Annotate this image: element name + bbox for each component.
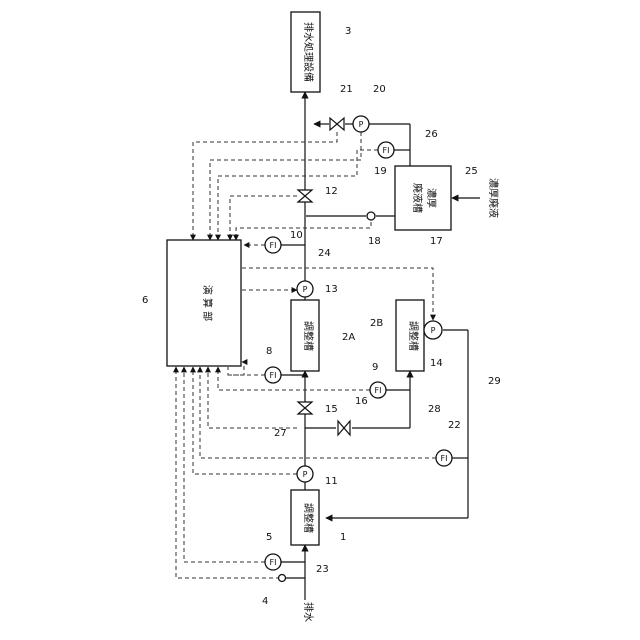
- pump-13: P: [297, 281, 313, 297]
- ref-2b: 2B: [370, 318, 383, 329]
- fi-19-label: FI: [383, 146, 390, 155]
- ref-29: 29: [488, 376, 501, 387]
- sensor-4: [279, 575, 306, 582]
- tank-2b: 調整槽: [396, 300, 424, 371]
- ref-11: 11: [325, 476, 338, 487]
- ref-2a: 2A: [342, 332, 355, 343]
- pump-11-label: P: [303, 470, 308, 479]
- conc-pipe-26: [306, 124, 480, 216]
- fi-10-label: FI: [270, 241, 277, 250]
- conc-tank-label-1: 濃厚: [425, 188, 438, 208]
- ref-25: 25: [465, 166, 478, 177]
- fi-9-label: FI: [375, 386, 382, 395]
- calc-unit: 演 算 部: [167, 240, 241, 366]
- valve-16: [338, 421, 350, 435]
- pump-14: P: [424, 321, 442, 339]
- ref-27: 27: [274, 428, 287, 439]
- ref-4: 4: [262, 596, 268, 607]
- ref-18: 18: [368, 236, 381, 247]
- pump-11: P: [297, 466, 313, 482]
- flow-meter-22: FI: [436, 450, 468, 466]
- tank-2a: 調整槽: [291, 300, 319, 371]
- ref-24: 24: [318, 248, 331, 259]
- ref-14: 14: [430, 358, 443, 369]
- valve-21: [330, 118, 344, 130]
- calc-unit-label: 演 算 部: [201, 285, 214, 321]
- ref-12: 12: [325, 186, 338, 197]
- fi-5-label: FI: [270, 558, 277, 567]
- pump-13-label: P: [303, 285, 308, 294]
- ref-5: 5: [266, 532, 272, 543]
- sensor-18: [367, 212, 375, 220]
- ref-16: 16: [355, 396, 368, 407]
- ref-19: 19: [374, 166, 387, 177]
- flow-meter-19: FI: [378, 142, 410, 158]
- flow-meter-5: FI: [265, 554, 305, 570]
- ref-13: 13: [325, 284, 338, 295]
- valve-15: [298, 402, 312, 414]
- ref-17: 17: [430, 236, 443, 247]
- tank-1-label: 調整槽: [302, 503, 315, 533]
- facility-3: 排水処理設備: [291, 12, 320, 92]
- ref-23: 23: [316, 564, 329, 575]
- ref-3: 3: [345, 26, 351, 37]
- fi-8-label: FI: [270, 371, 277, 380]
- conc-waste-label: 濃厚廃液: [487, 178, 500, 218]
- ref-8: 8: [266, 346, 272, 357]
- ref-9: 9: [372, 362, 378, 373]
- ref-6: 6: [142, 295, 148, 306]
- tank-1: 調整槽: [291, 490, 319, 545]
- ref-28: 28: [428, 404, 441, 415]
- facility-label: 排水処理設備: [302, 22, 315, 82]
- tank-2a-label: 調整槽: [302, 321, 315, 351]
- conc-tank-label-2: 廃液槽: [411, 183, 424, 213]
- ref-21: 21: [340, 84, 353, 95]
- ref-15: 15: [325, 404, 338, 415]
- ref-26: 26: [425, 129, 438, 140]
- tank-2b-label: 調整槽: [407, 321, 420, 351]
- pump-20-label: P: [359, 120, 364, 129]
- valve-12: [298, 190, 312, 202]
- ref-1: 1: [340, 532, 346, 543]
- ref-20: 20: [373, 84, 386, 95]
- pump-14-label: P: [431, 326, 436, 335]
- fi-22-label: FI: [441, 454, 448, 463]
- inlet-label: 排水: [302, 602, 315, 622]
- conc-tank-17: 濃厚 廃液槽: [395, 166, 451, 230]
- ref-10: 10: [290, 230, 303, 241]
- pump-20: P: [353, 116, 369, 132]
- flow-meter-9: FI: [370, 382, 410, 398]
- ref-22: 22: [448, 420, 461, 431]
